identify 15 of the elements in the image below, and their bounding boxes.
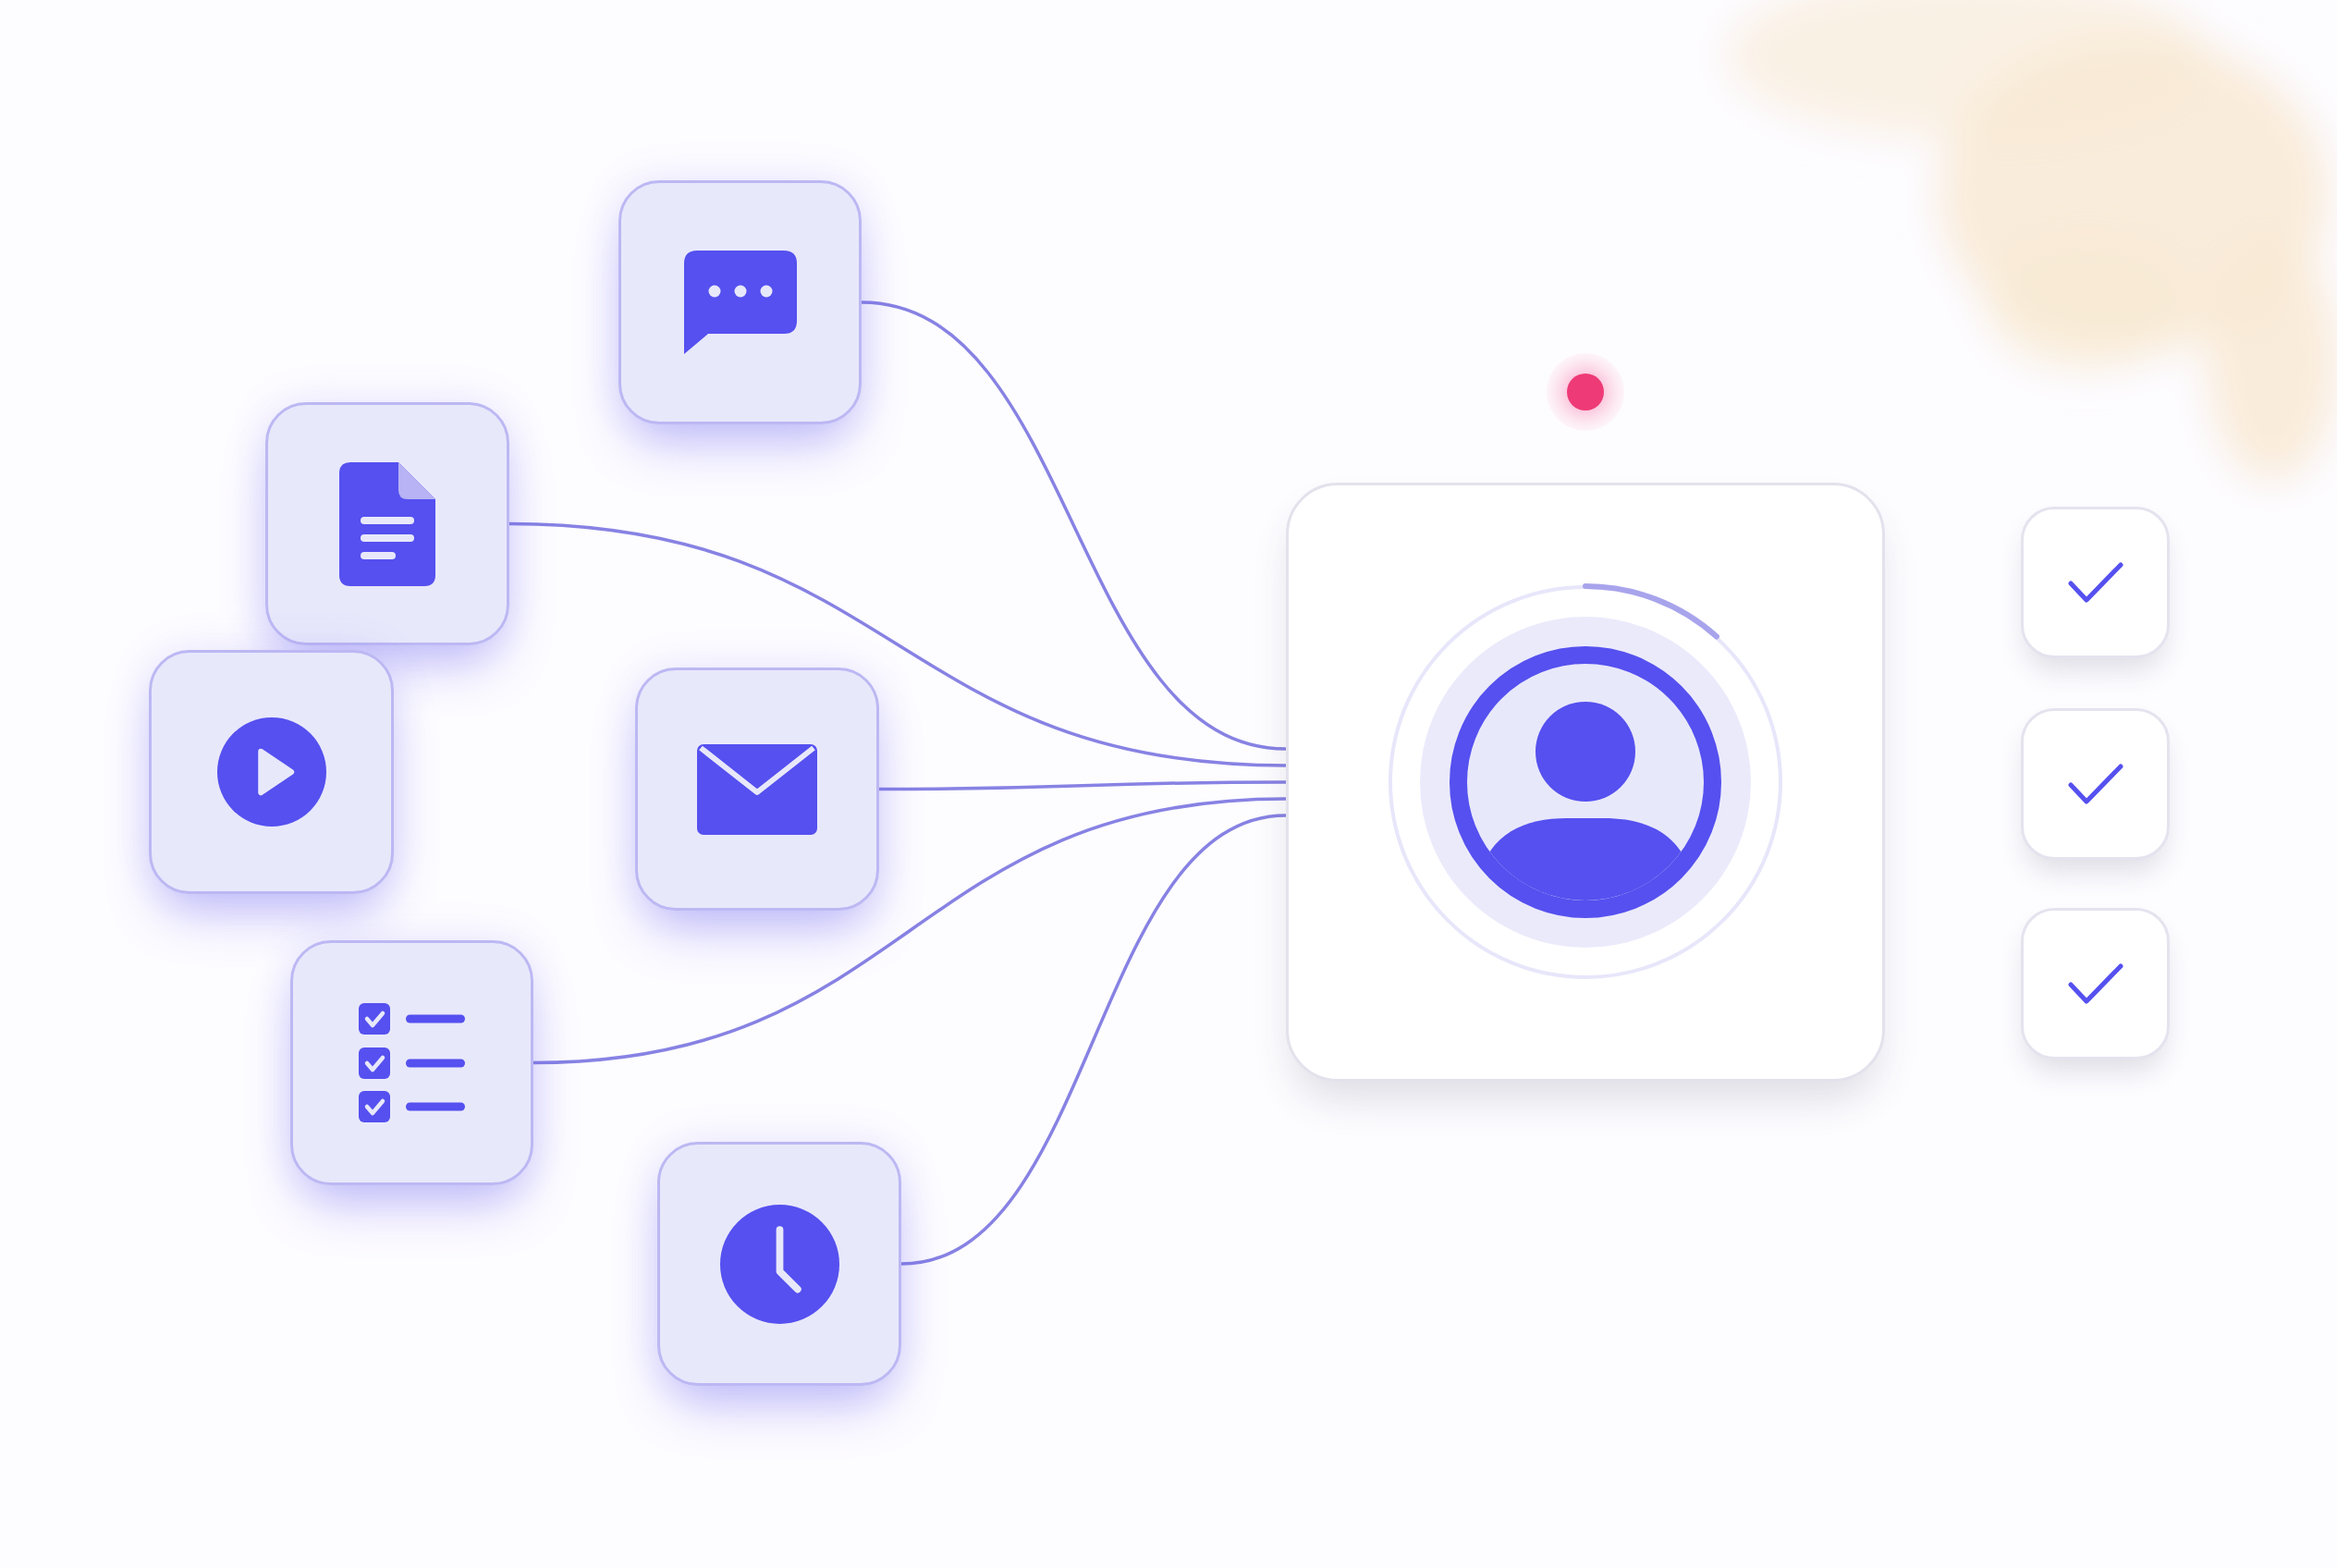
connector-line: [532, 797, 1287, 1065]
icon-tile: [265, 402, 509, 645]
icon-tile: [618, 180, 862, 424]
connector-line: [879, 780, 1286, 791]
connector-line: [861, 300, 1287, 751]
icon-tile: [149, 650, 394, 894]
icon-tile: [657, 1142, 901, 1386]
connector-line: [508, 521, 1287, 767]
profile-card: [1286, 483, 1885, 1082]
check-tile: [2021, 908, 2170, 1060]
icon-tile: [635, 668, 879, 911]
connector-line: [900, 814, 1287, 1266]
check-tile: [2021, 708, 2170, 860]
icon-tile: [290, 940, 533, 1185]
check-tile: [2021, 507, 2170, 658]
